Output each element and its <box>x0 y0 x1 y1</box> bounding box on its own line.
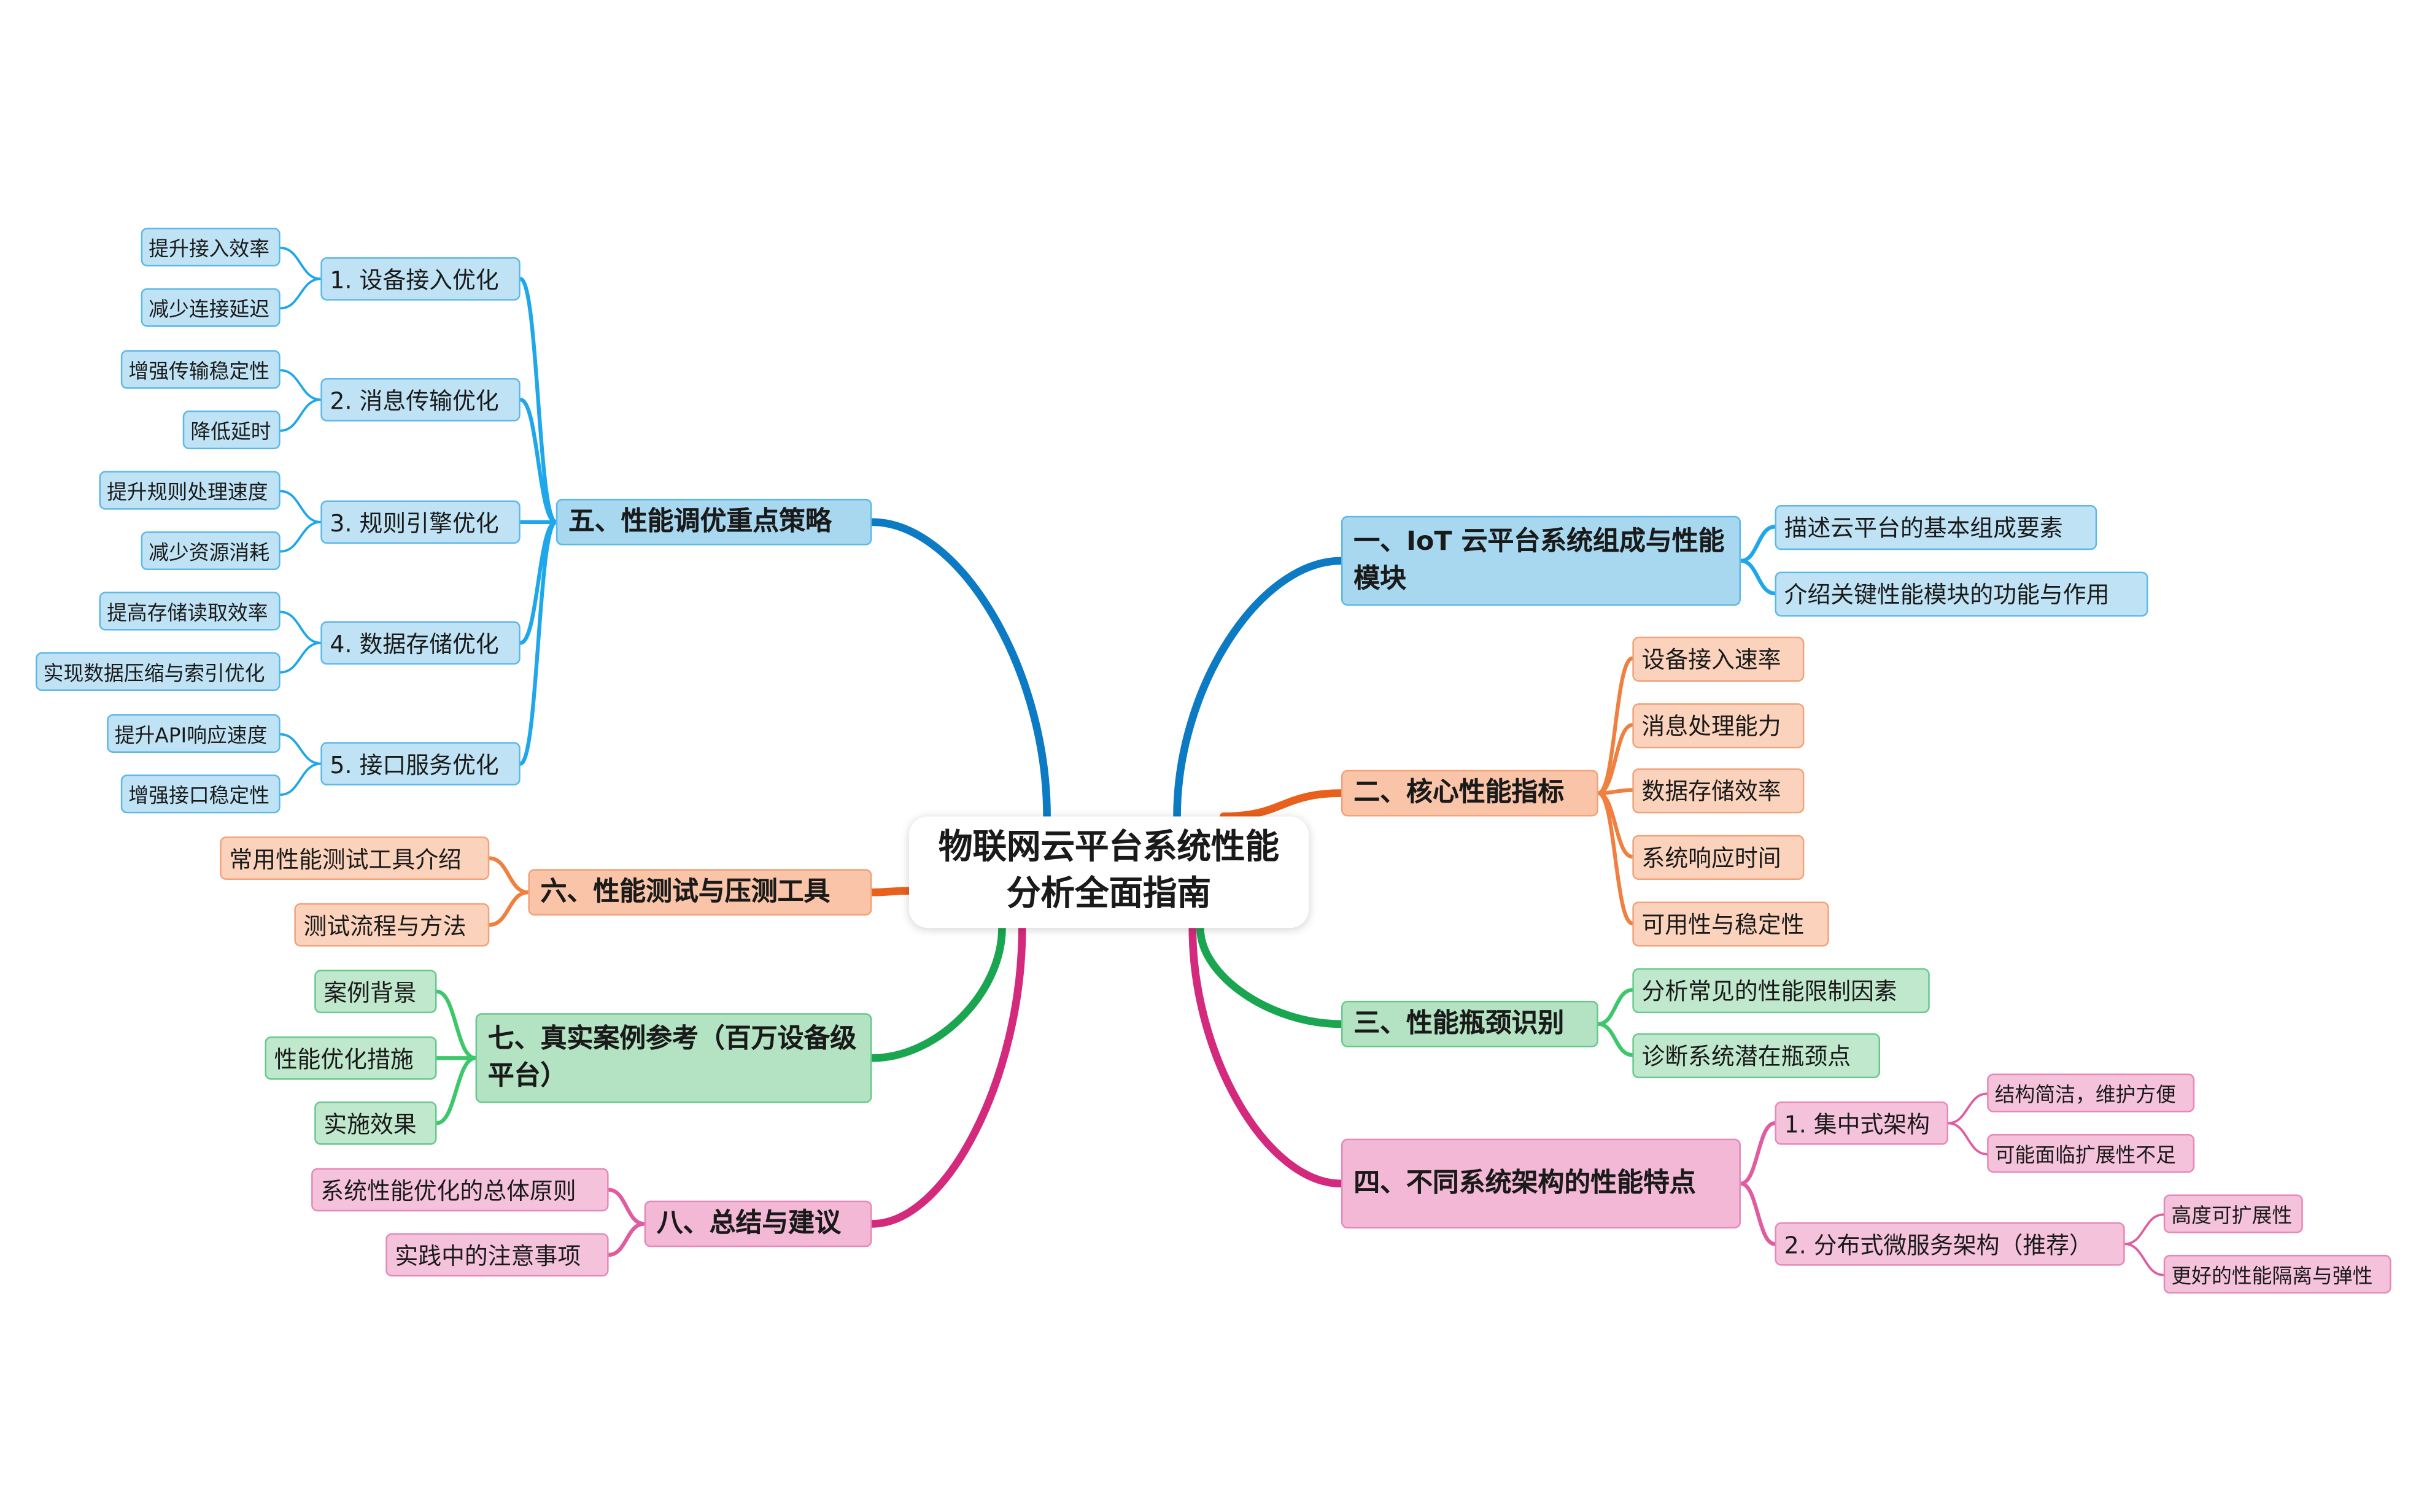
branch-7-item-2[interactable]: 性能优化措施 <box>265 1036 437 1080</box>
branch-4-sub-1-item-2[interactable]: 可能面临扩展性不足 <box>1987 1134 2195 1173</box>
link-b4-s1-2 <box>1947 1122 1989 1155</box>
branch-4-sub-2[interactable]: 2. 分布式微服务架构（推荐） <box>1775 1222 2125 1266</box>
branch-2-item-4[interactable]: 系统响应时间 <box>1632 835 1805 880</box>
branch-5-sub-4[interactable]: 4. 数据存储优化 <box>320 621 521 665</box>
link-b4-s2 <box>1738 1181 1777 1246</box>
root-node[interactable]: 物联网云平台系统性能分析全面指南 <box>909 816 1309 928</box>
branch-5-sub-3[interactable]: 3. 规则引擎优化 <box>320 500 521 544</box>
branch-3-item-1[interactable]: 分析常见的性能限制因素 <box>1632 968 1930 1014</box>
branch-8-item-1[interactable]: 系统性能优化的总体原则 <box>311 1168 609 1212</box>
link-b4-s1-1 <box>1947 1092 1989 1125</box>
branch-2-item-3[interactable]: 数据存储效率 <box>1632 768 1805 814</box>
link-b2-2 <box>1596 723 1635 795</box>
link-root-b5 <box>868 518 1051 820</box>
branch-1-title: 一、IoT 云平台系统组成与性能模块 <box>1353 526 1725 595</box>
branch-8-item-2[interactable]: 实践中的注意事项 <box>385 1233 609 1277</box>
link-root-b1 <box>1173 557 1345 820</box>
branch-2-item-5[interactable]: 可用性与稳定性 <box>1632 901 1829 947</box>
link-b4-s1 <box>1738 1121 1777 1186</box>
branch-5-sub-5-item-2[interactable]: 增强接口稳定性 <box>120 774 281 814</box>
branch-5-sub-1[interactable]: 1. 设备接入优化 <box>320 257 521 301</box>
branch-6-item-2[interactable]: 测试流程与方法 <box>294 903 490 947</box>
link-b8-1 <box>606 1187 646 1226</box>
link-b5-s1 <box>518 277 558 524</box>
link-b5-s4-2 <box>279 641 322 674</box>
branch-5-sub-5[interactable]: 5. 接口服务优化 <box>320 742 521 785</box>
branch-5-sub-4-item-2[interactable]: 实现数据压缩与索引优化 <box>36 652 281 691</box>
branch-4-sub-1-item-1[interactable]: 结构简洁，维护方便 <box>1987 1073 2195 1113</box>
link-b1-2 <box>1738 558 1777 596</box>
branch-5-title: 五、性能调优重点策略 <box>568 506 832 538</box>
branch-1-item-1[interactable]: 描述云平台的基本组成要素 <box>1775 505 2097 550</box>
link-root-b4 <box>1188 924 1345 1188</box>
branch-4-sub-2-item-2[interactable]: 更好的性能隔离与弹性 <box>2163 1254 2391 1294</box>
branch-5-sub-1-item-2[interactable]: 减少连接延迟 <box>141 288 281 327</box>
link-b5-s3-1 <box>279 490 322 523</box>
branch-1-node[interactable]: 一、IoT 云平台系统组成与性能模块 <box>1341 515 1741 606</box>
root-title: 物联网云平台系统性能分析全面指南 <box>938 828 1280 914</box>
link-b5-s3-2 <box>279 520 322 553</box>
branch-5-sub-2[interactable]: 2. 消息传输优化 <box>320 378 521 422</box>
link-b6-2 <box>487 890 530 927</box>
link-root-b8 <box>868 924 1026 1228</box>
branch-1-item-2[interactable]: 介绍关键性能模块的功能与作用 <box>1775 571 2148 617</box>
branch-3-item-2[interactable]: 诊断系统潜在瓶颈点 <box>1632 1033 1881 1079</box>
branch-3-node[interactable]: 三、性能瓶颈识别 <box>1341 1000 1598 1047</box>
branch-4-sub-1[interactable]: 1. 集中式架构 <box>1775 1101 1949 1145</box>
link-b4-s2-2 <box>2123 1243 2165 1276</box>
branch-2-item-1[interactable]: 设备接入速率 <box>1632 636 1805 682</box>
link-b1-1 <box>1738 525 1777 563</box>
branch-4-title: 四、不同系统架构的性能特点 <box>1353 1168 1696 1200</box>
branch-4-node[interactable]: 四、不同系统架构的性能特点 <box>1341 1138 1741 1229</box>
link-root-b6 <box>868 887 913 897</box>
link-b5-s2-2 <box>279 398 322 432</box>
link-b5-s1-2 <box>279 277 322 310</box>
branch-7-item-1[interactable]: 案例背景 <box>314 970 437 1014</box>
link-b5-s5-2 <box>279 762 322 796</box>
branch-8-node[interactable]: 八、总结与建议 <box>644 1200 872 1248</box>
link-b8-2 <box>606 1222 646 1257</box>
branch-2-title: 二、核心性能指标 <box>1353 777 1565 809</box>
link-root-b7 <box>868 924 1006 1062</box>
link-b5-s1-1 <box>279 247 322 280</box>
link-b5-s2 <box>518 398 558 524</box>
link-b2-5 <box>1596 791 1635 925</box>
link-b6-1 <box>487 856 530 895</box>
branch-2-item-2[interactable]: 消息处理能力 <box>1632 703 1805 749</box>
branch-7-item-3[interactable]: 实施效果 <box>314 1101 437 1145</box>
branch-5-sub-4-item-1[interactable]: 提高存储读取效率 <box>99 592 281 631</box>
branch-5-sub-2-item-2[interactable]: 降低延时 <box>182 411 281 450</box>
branch-5-sub-1-item-1[interactable]: 提升接入效率 <box>141 228 281 267</box>
branch-7-node[interactable]: 七、真实案例参考（百万设备级平台） <box>475 1013 872 1103</box>
branch-8-title: 八、总结与建议 <box>656 1208 842 1240</box>
branch-7-title: 七、真实案例参考（百万设备级平台） <box>487 1024 857 1092</box>
link-root-b3 <box>1196 924 1345 1028</box>
branch-6-item-1[interactable]: 常用性能测试工具介绍 <box>220 836 490 880</box>
link-b7-3 <box>435 1056 478 1125</box>
link-root-b2 <box>1219 789 1345 820</box>
link-b5-s4-1 <box>279 611 322 644</box>
link-b5-s5-1 <box>279 733 322 765</box>
branch-4-sub-2-item-1[interactable]: 高度可扩展性 <box>2163 1194 2303 1233</box>
branch-5-sub-3-item-2[interactable]: 减少资源消耗 <box>141 531 281 571</box>
branch-3-title: 三、性能瓶颈识别 <box>1353 1008 1565 1040</box>
link-b4-s2-1 <box>2123 1213 2165 1246</box>
branch-6-title: 六、性能测试与压测工具 <box>540 876 830 908</box>
branch-5-sub-3-item-1[interactable]: 提升规则处理速度 <box>99 471 281 510</box>
branch-6-node[interactable]: 六、性能测试与压测工具 <box>528 869 872 916</box>
link-b3-1 <box>1596 988 1635 1026</box>
branch-5-node[interactable]: 五、性能调优重点策略 <box>556 498 872 546</box>
link-b3-2 <box>1596 1022 1635 1057</box>
branch-2-node[interactable]: 二、核心性能指标 <box>1341 770 1598 817</box>
branch-5-sub-2-item-1[interactable]: 增强传输稳定性 <box>120 350 281 389</box>
link-b7-1 <box>435 989 478 1060</box>
link-b5-s5 <box>518 520 558 766</box>
link-b5-s2-1 <box>279 369 322 401</box>
branch-5-sub-5-item-1[interactable]: 提升API响应速度 <box>107 714 281 753</box>
